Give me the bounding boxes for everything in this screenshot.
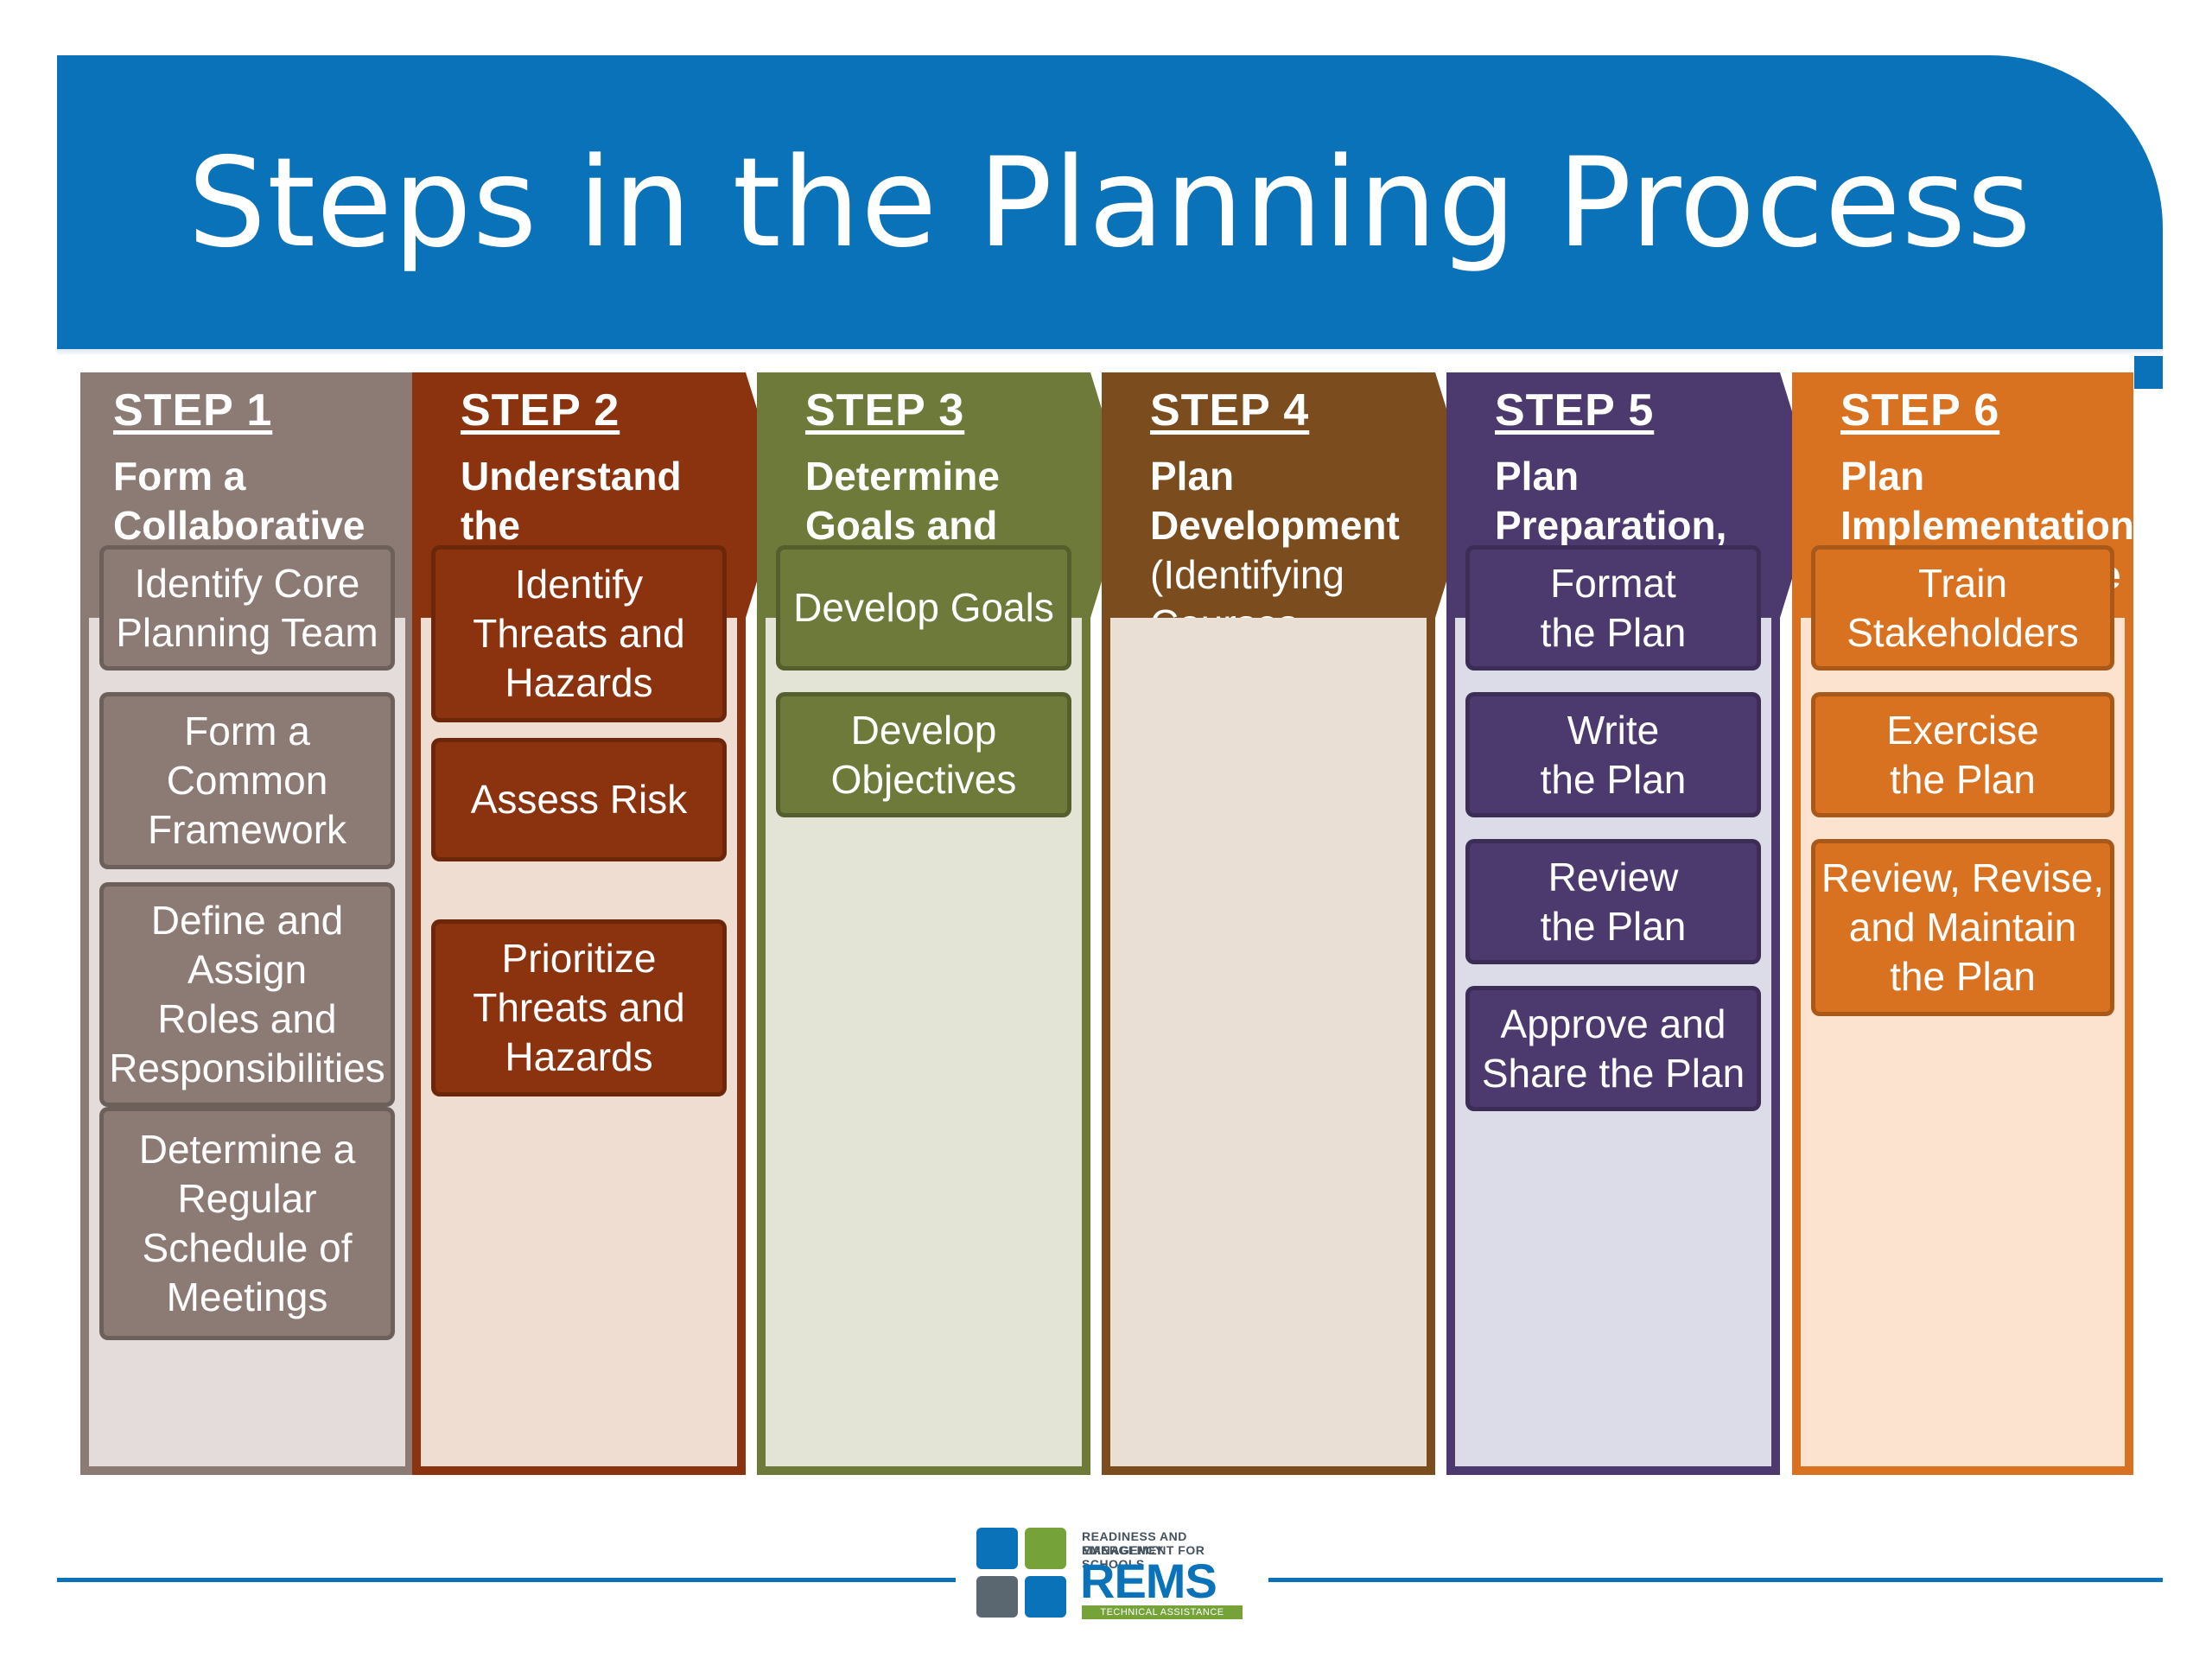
- task-box: Approve and Share the Plan: [1465, 986, 1761, 1111]
- title-banner-shadow: [57, 349, 2163, 356]
- footer-rule-right: [1268, 1578, 2163, 1582]
- page-title: Steps in the Planning Process: [188, 130, 2032, 275]
- logo-line1: READINESS AND EMERGENCY: [1082, 1529, 1187, 1557]
- task-box: Define and Assign Roles and Responsibili…: [99, 882, 395, 1107]
- step-label-5: STEP 5: [1495, 385, 1655, 435]
- task-box: Develop Goals: [776, 545, 1071, 671]
- task-box: Identify Threats and Hazards: [431, 545, 727, 722]
- step-arrow-4: [1102, 372, 1473, 618]
- task-box: Train Stakeholders: [1811, 545, 2114, 671]
- checklist-icon: [1025, 1576, 1066, 1618]
- task-box: Review, Revise, and Maintain the Plan: [1811, 839, 2114, 1016]
- logo-line2: MANAGEMENT FOR SCHOOLS: [1082, 1543, 1205, 1571]
- task-box: Format the Plan: [1465, 545, 1761, 671]
- step-label-6: STEP 6: [1840, 385, 2000, 435]
- task-box: Exercise the Plan: [1811, 692, 2114, 817]
- step-label-3: STEP 3: [805, 385, 965, 435]
- task-box: Form a Common Framework: [99, 692, 395, 869]
- task-box: Develop Objectives: [776, 692, 1071, 817]
- step-label-1: STEP 1: [113, 385, 273, 435]
- step-title-text-4: Plan Development: [1150, 454, 1400, 548]
- footer-rule-left: [57, 1578, 956, 1582]
- logo-tagline: TECHNICAL ASSISTANCE CENTER: [1082, 1605, 1243, 1631]
- task-box: Review the Plan: [1465, 839, 1761, 964]
- database-icon: [976, 1528, 1018, 1569]
- step-label-4: STEP 4: [1150, 385, 1310, 435]
- task-box: Prioritize Threats and Hazards: [431, 919, 727, 1096]
- people-icon: [1025, 1528, 1066, 1569]
- title-banner-tail: [2134, 328, 2163, 389]
- step-body-4: [1110, 618, 1427, 1466]
- task-box: Identify Core Planning Team: [99, 545, 395, 671]
- rems-logo: READINESS AND EMERGENCY MANAGEMENT FOR S…: [976, 1528, 1244, 1631]
- task-box: Assess Risk: [431, 738, 727, 861]
- title-banner: [57, 55, 2163, 352]
- lock-icon: [976, 1576, 1018, 1618]
- task-box: Write the Plan: [1465, 692, 1761, 817]
- step-label-2: STEP 2: [461, 385, 620, 435]
- task-box: Determine a Regular Schedule of Meetings: [99, 1107, 395, 1340]
- logo-name: REMS: [1080, 1554, 1217, 1608]
